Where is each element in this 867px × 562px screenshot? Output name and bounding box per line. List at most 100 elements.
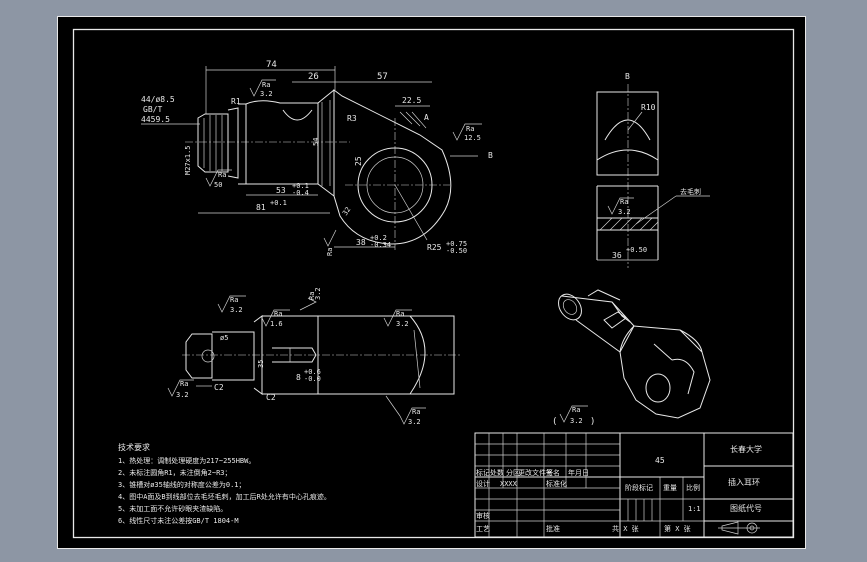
dim-81-tol: +0.1 <box>270 199 287 207</box>
side-view-title: B <box>625 72 630 81</box>
dim-8: 8 <box>296 373 301 382</box>
svg-text:Ra: Ra <box>572 406 580 414</box>
svg-text:Ra: Ra <box>620 198 628 206</box>
label-b: B <box>488 151 493 160</box>
tech-req-3: 3、锥槽对ø35轴线的对称度公差为0.1； <box>118 480 246 489</box>
dim-35: 35 <box>257 360 265 368</box>
side-roughness-symbol: Ra 3.2 <box>607 197 634 216</box>
dim-74: 74 <box>266 60 277 70</box>
thread-m27: M27x1.5 <box>184 145 192 175</box>
tech-req-2: 2、未标注圆角R1，未注倒角2~R3； <box>118 468 232 477</box>
tech-req-4: 4、图中A面及B到线部位去毛坯毛刺，加工后R处允许有中心孔痕迹。 <box>118 492 331 501</box>
svg-text:3.2: 3.2 <box>260 90 273 98</box>
bottom-roughness-bottom-left: Ra 3.2 <box>167 379 194 399</box>
dim-54: 54 <box>312 138 320 146</box>
dim-36-tol: +0.50 <box>626 246 647 254</box>
tech-req-5: 5、未加工面不允许砂眼夹渣缺陷。 <box>118 504 227 513</box>
svg-text:3.2: 3.2 <box>570 417 583 425</box>
front-view: 74 26 57 22.5 R1 R3 A B 44/ø8.5 GB/T 445… <box>141 60 493 256</box>
thread-spec-1: 44/ø8.5 <box>141 95 175 104</box>
svg-text:Ra: Ra <box>308 292 316 300</box>
svg-text:Ra: Ra <box>218 171 226 179</box>
title-block: 45 长春大学 插入耳环 图纸代号 标记 处数 分区 更改文件号 签名 年月日 … <box>474 432 794 538</box>
drawing-outer-background <box>57 16 806 549</box>
svg-text:3.2: 3.2 <box>230 306 243 314</box>
roughness-symbol-right: Ra 12.5 <box>452 123 482 142</box>
dim-c2-left: C2 <box>214 383 224 392</box>
tech-requirements: 技术要求 1、热处理：调制处理硬度为217~255HBW。 2、未标注圆角R1，… <box>118 442 331 525</box>
tech-requirements-title: 技术要求 <box>118 442 150 452</box>
label-a: A <box>424 113 429 122</box>
bottom-roughness-vertical: Ra 3.2 <box>299 287 322 311</box>
dim-r25: R25 <box>427 243 442 252</box>
svg-text:Ra: Ra <box>326 248 334 256</box>
bottom-view: ø5 35 8 +0.6-0.0 C2 C2 Ra 3.2 Ra 1.6 Ra … <box>167 287 460 426</box>
sheets-total: 共 X 张 <box>612 524 639 533</box>
svg-text:Ra: Ra <box>230 296 238 304</box>
dim-36: 36 <box>612 251 622 260</box>
dim-r1: R1 <box>231 97 241 106</box>
dim-phi5: ø5 <box>220 334 228 342</box>
projection-symbol-icon <box>718 521 760 535</box>
header-signature: 签名 <box>546 468 560 477</box>
roughness-symbol-top: Ra 3.2 <box>249 79 276 98</box>
label-designer: 设计 <box>476 479 490 488</box>
designer-mark: XXXX <box>500 480 518 488</box>
drawing-outer-border <box>57 16 806 549</box>
svg-text:Ra: Ra <box>180 380 188 388</box>
header-change-doc: 更改文件号 <box>518 468 553 477</box>
label-review: 审核 <box>476 511 490 520</box>
dim-8-tol: +0.6-0.0 <box>304 368 321 383</box>
title-material: 45 <box>655 456 665 465</box>
side-view-b: B R10 去毛刺 Ra 3.2 36 +0.50 <box>596 72 710 268</box>
svg-text:1.6: 1.6 <box>270 320 283 328</box>
roughness-symbol-bottom-left: Ra <box>323 229 337 256</box>
svg-text:Ra: Ra <box>466 125 474 133</box>
bottom-roughness-top-right: Ra 3.2 <box>383 309 412 328</box>
label-weight: 重量 <box>663 484 677 492</box>
header-count: 处数 <box>490 468 504 477</box>
dim-r10: R10 <box>641 103 656 112</box>
dim-c2-right: C2 <box>266 393 276 402</box>
label-process: 工艺 <box>476 525 490 533</box>
dim-53-tol: +0.1-0.4 <box>292 182 309 197</box>
dim-81: 81 <box>256 203 266 212</box>
svg-text:50: 50 <box>214 181 222 189</box>
header-date: 年月日 <box>568 468 589 477</box>
dim-38: 38 <box>356 238 366 247</box>
tech-req-6: 6、线性尺寸未注公差按GB/T 1804-M <box>118 516 239 525</box>
dim-57: 57 <box>377 72 388 82</box>
dim-38-tol: +0.2-0.34 <box>370 234 391 249</box>
svg-text:3.2: 3.2 <box>176 391 189 399</box>
bottom-roughness-top-left: Ra 3.2 <box>217 295 246 314</box>
svg-text:Ra: Ra <box>274 310 282 318</box>
svg-text:3.2: 3.2 <box>408 418 421 426</box>
svg-text:3.2: 3.2 <box>618 208 631 216</box>
svg-text:Ra: Ra <box>396 310 404 318</box>
dim-r3: R3 <box>347 114 357 123</box>
title-drawing-code: 图纸代号 <box>730 503 762 513</box>
header-mark: 标记 <box>476 468 490 477</box>
svg-text:12.5: 12.5 <box>464 134 481 142</box>
label-standardize: 标准化 <box>546 479 567 488</box>
title-school: 长春大学 <box>730 444 762 454</box>
bottom-roughness-1-6: Ra 1.6 <box>261 309 290 328</box>
dim-32: 32 <box>341 206 352 218</box>
svg-text:3.2: 3.2 <box>314 287 322 300</box>
svg-text:(: ( <box>552 417 557 427</box>
label-scale: 比例 <box>686 483 700 492</box>
title-part-name: 插入耳环 <box>728 477 760 487</box>
thread-spec-3: 4459.5 <box>141 115 170 124</box>
header-zone: 分区 <box>506 468 520 477</box>
tech-req-1: 1、热处理：调制处理硬度为217~255HBW。 <box>118 456 255 465</box>
sheet-number: 第 X 张 <box>664 524 691 533</box>
remove-burr-note: 去毛刺 <box>680 187 701 196</box>
dim-25: 25 <box>354 156 363 166</box>
drawing-inner-border <box>72 28 795 539</box>
svg-text:): ) <box>590 417 595 427</box>
scale-value: 1:1 <box>688 505 701 513</box>
roughness-symbol-left: Ra 50 <box>205 169 232 189</box>
svg-text:Ra: Ra <box>262 81 270 89</box>
general-roughness-note: ( Ra 3.2 ) <box>552 405 595 427</box>
